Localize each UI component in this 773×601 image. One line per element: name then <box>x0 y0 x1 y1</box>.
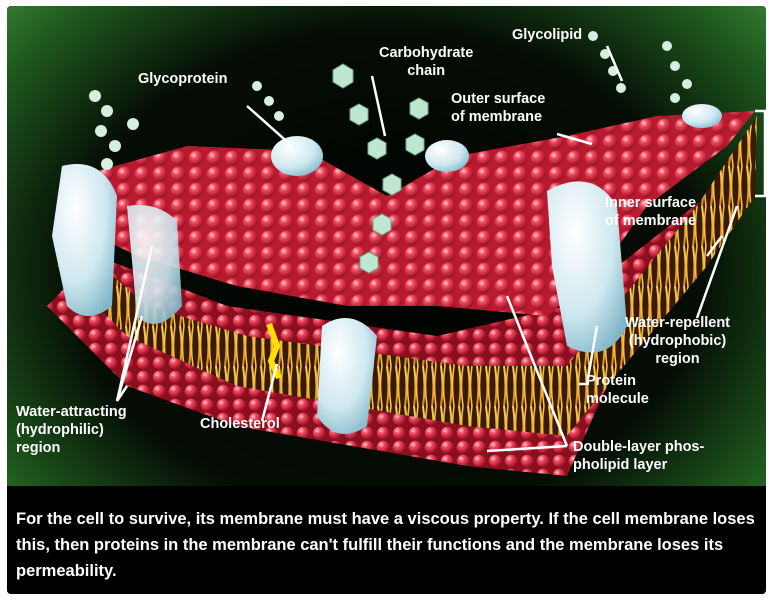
protein-top-right <box>682 104 722 128</box>
label-water-attracting: Water-attracting(hydrophilic)region <box>16 403 127 457</box>
caption-text: For the cell to survive, its membrane mu… <box>16 506 756 584</box>
label-double-layer: Double-layer phos-pholipid layer <box>573 438 704 474</box>
glycoprotein-head <box>271 136 323 176</box>
protein-top <box>425 140 469 172</box>
label-cholesterol: Cholesterol <box>200 415 280 433</box>
protein-bottom <box>317 318 377 434</box>
label-water-repellent: Water-repellent(hydrophobic)region <box>625 314 730 368</box>
label-glycoprotein: Glycoprotein <box>138 70 227 88</box>
label-glycolipid: Glycolipid <box>512 26 582 44</box>
